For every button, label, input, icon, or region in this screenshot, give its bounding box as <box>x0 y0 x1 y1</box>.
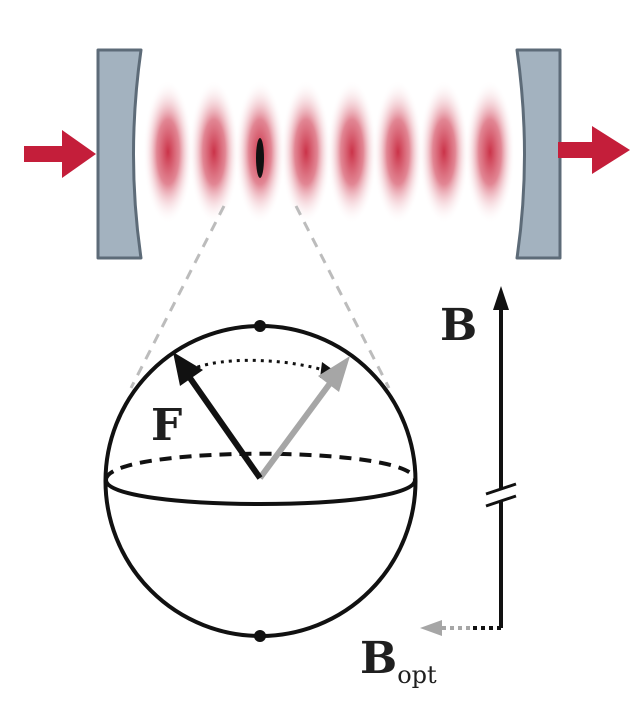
zoom-guide-left <box>129 205 226 389</box>
south-pole-dot <box>254 630 266 642</box>
standing-wave-antinode <box>419 80 469 224</box>
standing-wave-antinode <box>327 80 377 224</box>
right-mirror <box>515 48 562 260</box>
trapped-atom <box>256 138 264 178</box>
shifted-spin-arrowhead <box>318 356 350 392</box>
optical-field-label: Bopt <box>360 633 437 689</box>
sphere-outline <box>103 324 418 638</box>
axis-break-icon <box>485 494 517 508</box>
left-mirror <box>96 48 143 260</box>
optical-field-label-subscript: opt <box>397 661 437 689</box>
magnetic-field-axis <box>485 286 517 628</box>
spin-arrowhead <box>173 352 203 386</box>
optical-field-arrow <box>420 620 501 636</box>
output-laser-arrow <box>558 126 630 174</box>
field-axis-arrowhead <box>493 286 509 310</box>
input-laser-arrow <box>24 130 96 178</box>
standing-wave-antinode <box>465 80 515 224</box>
standing-wave-antinode <box>189 80 239 224</box>
field-label: B <box>440 300 477 351</box>
spin-label: F <box>151 400 182 451</box>
optical-field-arrowhead <box>420 620 442 636</box>
standing-wave <box>143 80 515 224</box>
precession-arc <box>189 358 323 372</box>
zoom-guide-right <box>294 205 391 389</box>
spin-arrow <box>187 376 263 480</box>
standing-wave-antinode <box>143 80 193 224</box>
axis-break-icon <box>485 482 517 496</box>
equator-front <box>104 479 417 506</box>
equator-back <box>104 451 417 481</box>
north-pole-dot <box>254 320 266 332</box>
shifted-spin-arrow <box>257 380 334 480</box>
standing-wave-antinode <box>373 80 423 224</box>
bloch-sphere <box>103 320 418 642</box>
optical-field-label-main: B <box>360 633 397 684</box>
standing-wave-antinode <box>281 80 331 224</box>
